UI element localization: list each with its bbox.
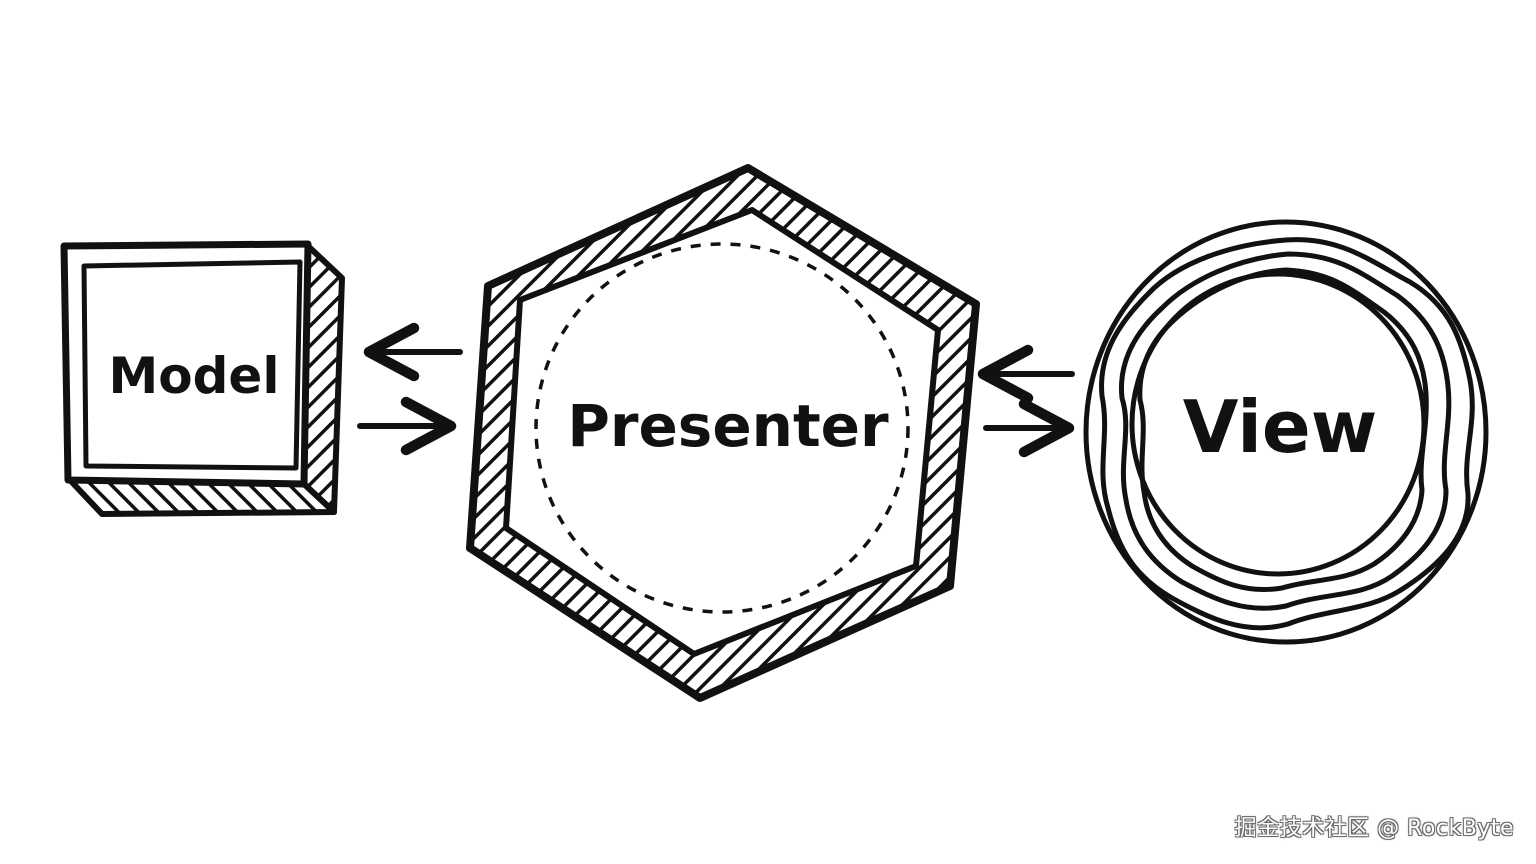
view-ring-outer: [1083, 219, 1489, 645]
view-ring-inner: [1129, 271, 1427, 577]
presenter-node: Presenter: [466, 164, 980, 702]
view-ring-wavy-2: [1118, 251, 1452, 611]
presenter-view-arrows: [977, 344, 1075, 458]
view-node: View: [1083, 219, 1489, 645]
presenter-label: Presenter: [567, 392, 889, 460]
model-presenter-arrows: [357, 322, 463, 456]
presenter-dashed-circle: [534, 242, 910, 614]
model-node: Model: [60, 240, 345, 517]
presenter-inner-hexagon: [503, 207, 941, 657]
view-ring-wavy-1: [1099, 237, 1475, 631]
watermark-text: 掘金技术社区 @ RockByte: [1234, 816, 1514, 841]
view-label: View: [1183, 385, 1377, 469]
model-inner-frame: [81, 259, 303, 471]
model-label: Model: [109, 347, 280, 405]
